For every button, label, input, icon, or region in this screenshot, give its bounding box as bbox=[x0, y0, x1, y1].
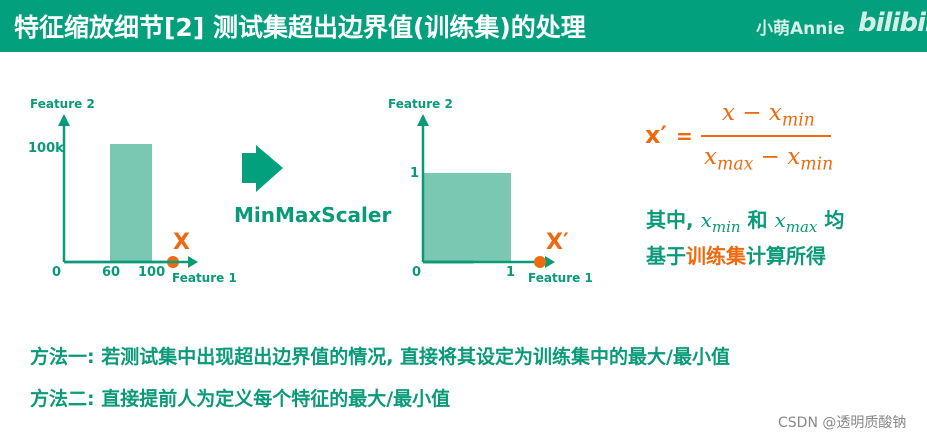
left-x-tick-100: 100 bbox=[138, 265, 166, 280]
minmaxscaler-label: MinMaxScaler bbox=[234, 203, 392, 227]
right-x-tick-1: 1 bbox=[506, 265, 516, 280]
header-bar bbox=[0, 0, 927, 52]
left-x-tick-0: 0 bbox=[52, 265, 62, 280]
right-x-axis-arrow bbox=[545, 256, 555, 268]
bar bbox=[423, 173, 511, 262]
note-line-2: 基于训练集计算所得 bbox=[646, 244, 826, 268]
arrow-right-icon bbox=[242, 145, 283, 192]
right-point-label: X′ bbox=[546, 230, 569, 255]
left-x-tick-60: 60 bbox=[102, 265, 121, 280]
method-1: 方法一: 若测试集中出现超出边界值的情况, 直接将其设定为训练集中的最大/最小值 bbox=[30, 346, 730, 368]
test-point-right bbox=[534, 256, 546, 268]
watermark: CSDN @透明质酸钠 bbox=[778, 415, 907, 431]
method-2: 方法二: 直接提前人为定义每个特征的最大/最小值 bbox=[30, 388, 451, 410]
formula-numerator: x − xmin bbox=[722, 100, 815, 131]
author-name: 小萌Annie bbox=[756, 19, 845, 39]
bar bbox=[110, 144, 152, 262]
left-point-label: X bbox=[173, 230, 190, 255]
right-y-label: Feature 2 bbox=[388, 97, 453, 111]
y-axis-arrow bbox=[58, 114, 70, 126]
left-y-label: Feature 2 bbox=[30, 97, 95, 111]
left-y-tick: 100k bbox=[28, 141, 64, 156]
formula-eq: = bbox=[676, 124, 693, 148]
right-y-tick: 1 bbox=[410, 166, 420, 181]
right-x-tick-0: 0 bbox=[412, 265, 422, 280]
y-axis-arrow bbox=[417, 114, 429, 126]
left-x-label: Feature 1 bbox=[172, 271, 237, 285]
bilibili-logo: bilibili bbox=[858, 8, 927, 38]
note-line-1: 其中, xmin 和 xmax 均 bbox=[646, 208, 845, 236]
formula-lhs: x′ bbox=[645, 121, 667, 149]
fraction-bar bbox=[701, 135, 831, 137]
right-x-label: Feature 1 bbox=[528, 271, 593, 285]
formula-denominator: xmax − xmin bbox=[704, 144, 834, 175]
x-axis-arrow bbox=[188, 256, 198, 268]
page-title: 特征缩放细节[2] 测试集超出边界值(训练集)的处理 bbox=[14, 13, 586, 42]
